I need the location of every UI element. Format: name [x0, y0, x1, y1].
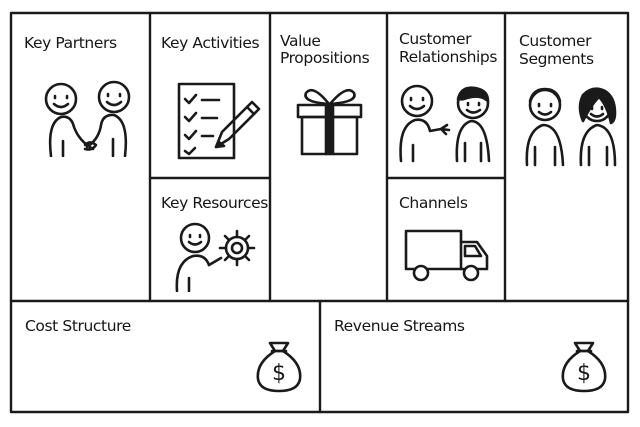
block-title: Value [280, 32, 321, 50]
block-key-activities: Key Activities [150, 13, 270, 178]
two-people-icon [519, 83, 623, 167]
block-title: Customer [399, 30, 472, 48]
block-revenue-streams: Revenue Streams $ [320, 301, 628, 412]
money-bag-icon: $ [559, 333, 609, 393]
block-title: Revenue Streams [334, 317, 465, 335]
block-channels: Channels [387, 178, 505, 301]
money-bag-icon: $ [254, 333, 304, 393]
block-title-line2: Propositions [280, 49, 370, 67]
block-title: Key Partners [24, 34, 117, 52]
block-value-propositions: Value Propositions [270, 13, 387, 301]
person-gear-icon [171, 220, 261, 292]
block-title: Channels [399, 194, 468, 212]
block-title: Cost Structure [25, 317, 131, 335]
truck-icon [403, 228, 491, 284]
block-customer-relationships: Customer Relationships [387, 13, 505, 178]
gift-icon [295, 81, 365, 157]
block-title-line2: Segments [519, 50, 594, 68]
dollar-symbol: $ [272, 361, 286, 386]
block-cost-structure: Cost Structure $ [11, 301, 320, 412]
checklist-icon [175, 79, 261, 163]
block-customer-segments: Customer Segments [505, 13, 628, 301]
block-key-resources: Key Resources [150, 178, 270, 301]
block-title: Customer [519, 32, 592, 50]
handshake-icon [41, 79, 135, 157]
block-title: Key Resources [161, 194, 268, 212]
people-talking-icon [395, 81, 499, 163]
block-title: Key Activities [161, 34, 260, 52]
dollar-symbol: $ [577, 361, 591, 386]
block-title-line2: Relationships [399, 48, 498, 66]
block-key-partners: Key Partners [11, 13, 150, 301]
